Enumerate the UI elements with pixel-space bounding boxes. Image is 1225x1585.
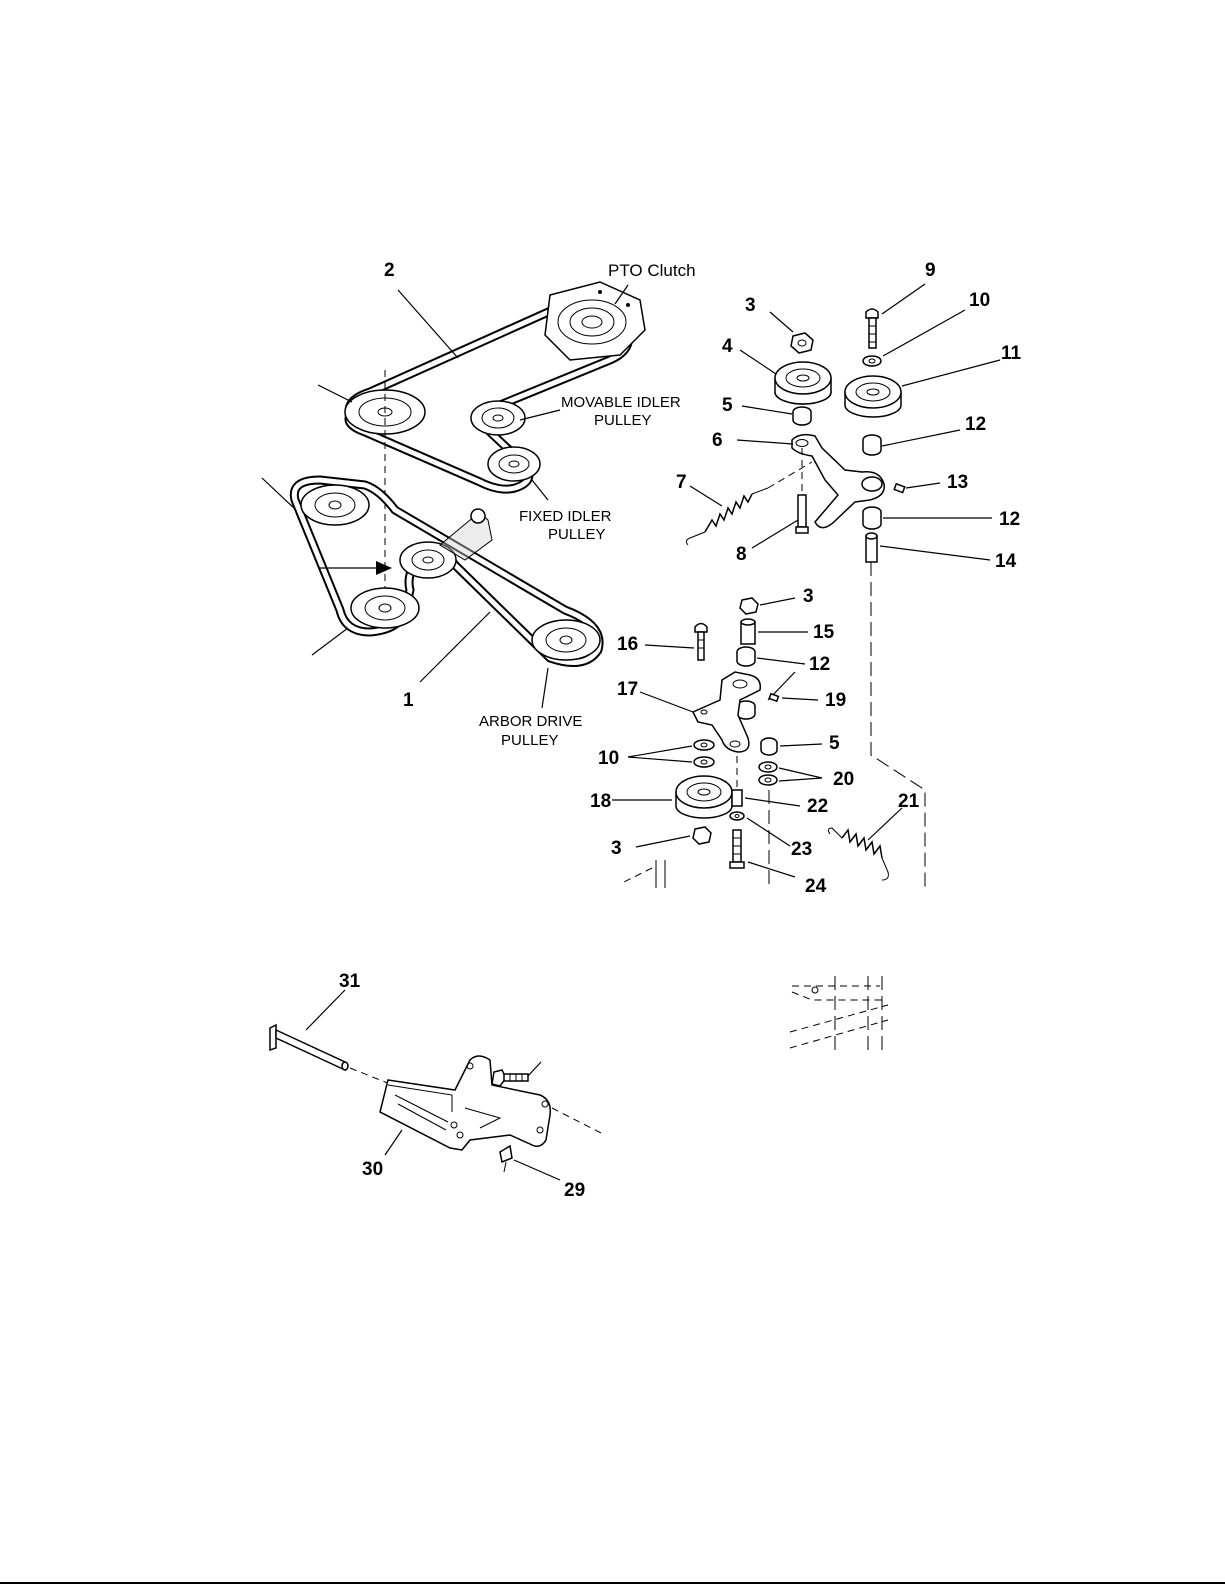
part-10-washers-lower — [694, 740, 714, 767]
label-arbor-drive-1: ARBOR DRIVE — [479, 713, 582, 730]
bracket-bolt — [492, 1070, 528, 1086]
part-24-bolt — [730, 830, 744, 868]
part-20-washers — [759, 762, 777, 785]
callout-30: 30 — [362, 1159, 383, 1180]
callout-20: 20 — [833, 769, 854, 790]
callout-10-lower: 10 — [598, 748, 619, 769]
part-30-bracket — [380, 1056, 550, 1150]
callout-6: 6 — [712, 430, 723, 451]
movable-idler-pulley — [471, 401, 525, 435]
part-31-rod — [270, 1025, 390, 1084]
part-14-pin — [866, 533, 877, 562]
callout-31: 31 — [339, 971, 361, 992]
part-3-nut-top — [791, 333, 813, 353]
part-12-bushing-b — [863, 507, 881, 529]
part-4-pulley — [775, 362, 831, 404]
callout-8: 8 — [736, 544, 747, 565]
part-10-washer-top — [863, 356, 881, 366]
part-21-spring — [828, 828, 888, 880]
callout-21: 21 — [898, 791, 920, 812]
label-arbor-drive-2: PULLEY — [501, 732, 559, 749]
callout-16: 16 — [617, 634, 638, 655]
fixed-idler-pulley — [488, 447, 540, 481]
callout-5-lower: 5 — [829, 733, 840, 754]
callout-12-a: 12 — [965, 414, 986, 435]
part-7-spring — [686, 462, 812, 545]
lower-left-top-pulley — [301, 485, 369, 525]
part-22-spacer — [732, 756, 742, 806]
label-movable-idler-1: MOVABLE IDLER — [561, 394, 681, 411]
callout-12-c: 12 — [809, 654, 830, 675]
part-19-set-screw — [769, 694, 778, 701]
callout-4: 4 — [722, 336, 733, 357]
callout-19: 19 — [825, 690, 846, 711]
callout-13: 13 — [947, 472, 968, 493]
direction-arrow-icon — [320, 561, 392, 575]
part-5-spacer — [793, 407, 811, 425]
part-13-set-screw — [894, 484, 905, 493]
callout-11: 11 — [1001, 343, 1022, 364]
callout-15: 15 — [813, 622, 835, 643]
part-23-washer — [730, 812, 744, 820]
label-pto-clutch: PTO Clutch — [608, 261, 696, 280]
callout-23: 23 — [791, 839, 812, 860]
callout-5-top: 5 — [722, 395, 733, 416]
part-9-bolt — [866, 309, 878, 348]
callout-17: 17 — [617, 679, 638, 700]
callout-2: 2 — [384, 260, 395, 281]
part-3-nut-lower — [693, 827, 711, 844]
part-18-pulley — [676, 776, 732, 818]
part-15-sleeve — [741, 619, 755, 644]
callout-12-b: 12 — [999, 509, 1020, 530]
label-movable-idler-2: PULLEY — [594, 412, 652, 429]
callout-9: 9 — [925, 260, 936, 281]
deck-fragment — [790, 976, 888, 1052]
part-12-bushing-a — [863, 435, 881, 455]
callout-18: 18 — [590, 791, 611, 812]
part-29-clip — [500, 1146, 512, 1172]
arbor-drive-pulley — [532, 620, 600, 660]
label-fixed-idler-1: FIXED IDLER — [519, 508, 612, 525]
callout-3-top: 3 — [745, 295, 756, 316]
callout-24: 24 — [805, 876, 827, 897]
lower-left-bottom-pulley — [351, 588, 419, 628]
callout-10-top: 10 — [969, 290, 990, 311]
part-3-nut-mid — [740, 598, 758, 614]
callout-14: 14 — [995, 551, 1017, 572]
part-11-pulley — [845, 376, 901, 417]
callout-1: 1 — [403, 690, 414, 711]
callout-3-mid: 3 — [803, 586, 814, 607]
callout-22: 22 — [807, 796, 828, 817]
callout-29: 29 — [564, 1180, 585, 1201]
callout-7: 7 — [676, 472, 687, 493]
callout-3-lower: 3 — [611, 838, 622, 859]
part-16-bolt — [695, 624, 707, 661]
page-bottom-rule — [0, 1582, 1225, 1584]
label-fixed-idler-2: PULLEY — [548, 526, 606, 543]
part-5-spacer-lower — [761, 738, 777, 755]
